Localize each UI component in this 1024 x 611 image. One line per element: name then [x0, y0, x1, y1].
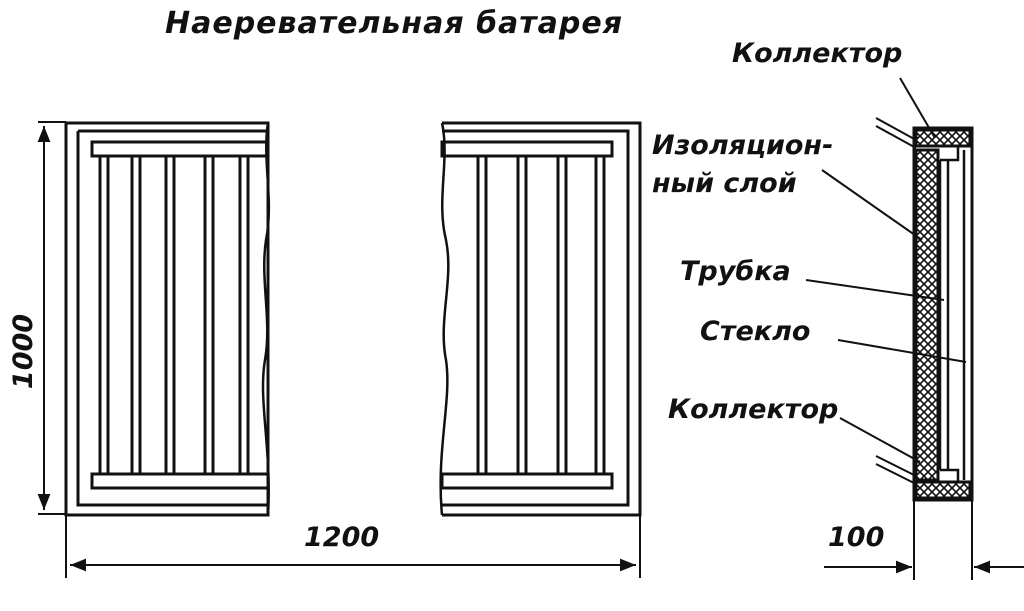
top-collector-section [914, 128, 972, 148]
width-dimension [65, 515, 641, 578]
left-panel [64, 121, 271, 517]
label-collector-top: Коллектор [732, 38, 903, 69]
right-panel [439, 121, 642, 517]
label-collector-bottom: Коллектор [668, 394, 839, 425]
depth-dimension [824, 500, 1024, 580]
section-view [875, 117, 974, 502]
right-tubes [476, 156, 606, 474]
dimension-height-label: 1000 [8, 313, 40, 390]
label-tube: Трубка [680, 256, 791, 287]
leader-lines [805, 77, 967, 463]
label-glass: Стекло [700, 316, 811, 347]
dimension-depth-label: 100 [828, 522, 885, 553]
bottom-collector-section [914, 480, 972, 500]
left-tubes [98, 156, 250, 474]
height-dimension [37, 121, 66, 515]
dimension-width-label: 1200 [304, 522, 380, 553]
insulation-layer [914, 148, 940, 482]
diagram-title: Наеревательная батарея [165, 6, 624, 41]
label-insulation-line2: ный слой [652, 168, 797, 199]
label-insulation-line1: Изоляцион- [652, 130, 834, 161]
tube-section [938, 160, 950, 470]
